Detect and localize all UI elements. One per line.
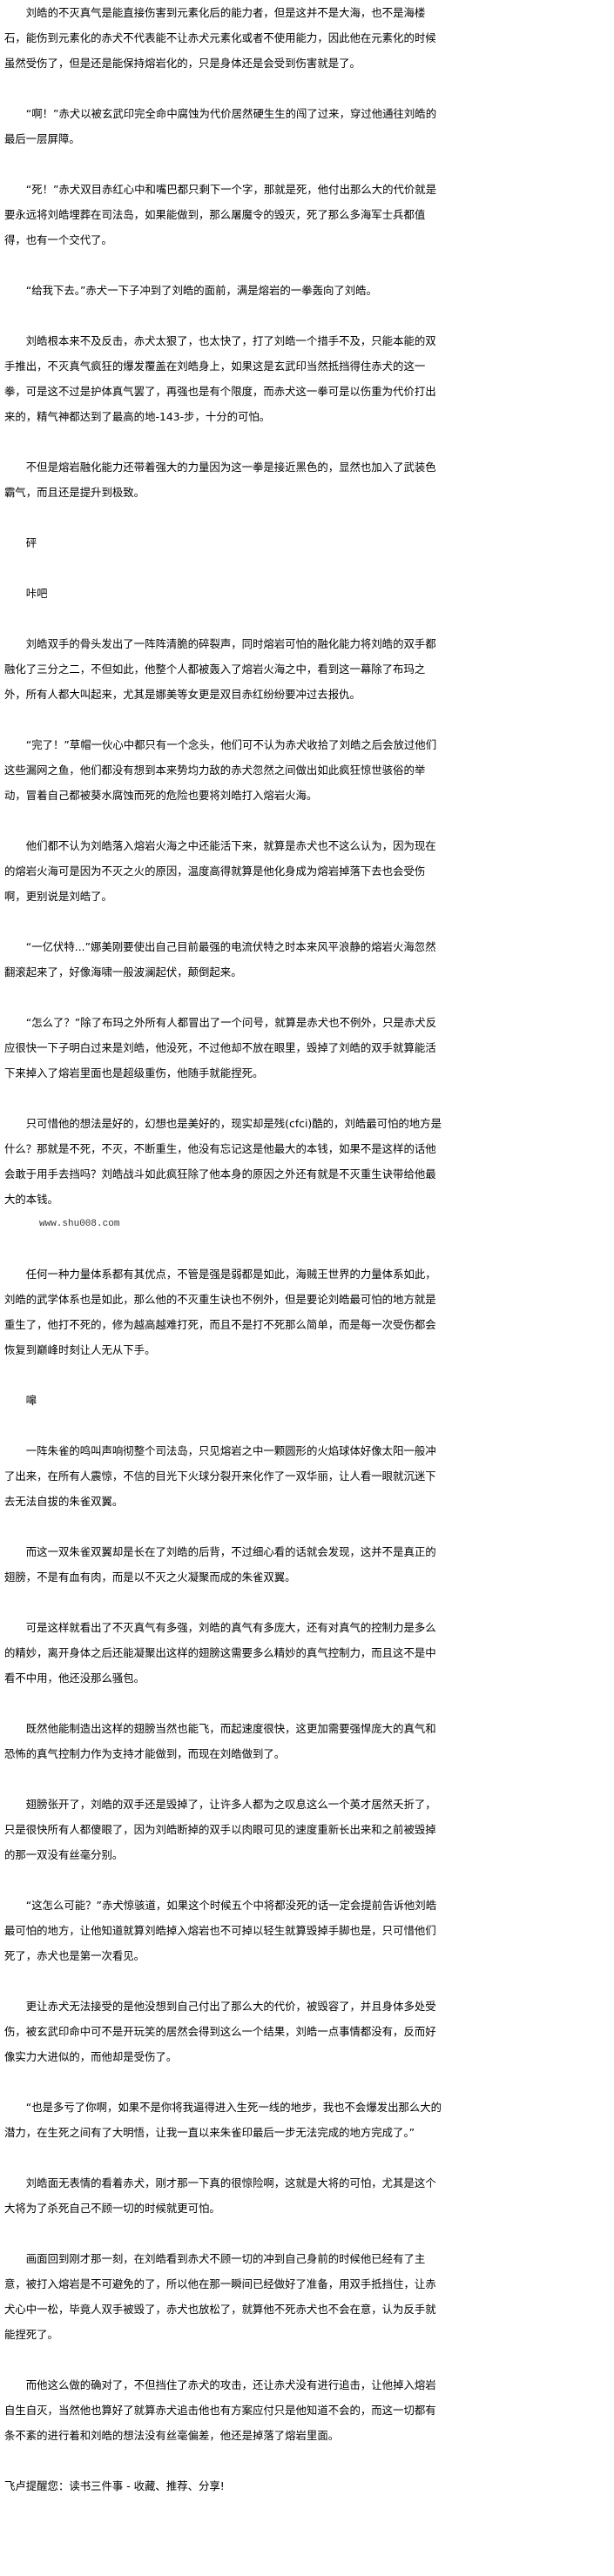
paragraph: “死！”赤犬双目赤红心中和嘴巴都只剩下一个字，那就是死，他付出那么大的代价就是要… (4, 183, 437, 246)
paragraph: 而他这么做的确对了，不但挡住了赤犬的攻击，还让赤犬没有进行追击，让他掉入熔岩自生… (4, 2378, 436, 2442)
paragraph: 既然他能制造出这样的翅膀当然也能飞，而起速度很快，这更加需要强悍庞大的真气和恐怖… (4, 1722, 436, 1760)
site-watermark-url: www.shu008.com (39, 1219, 120, 1229)
paragraph: 任何一种力量体系都有其优点，不管是强是弱都是如此，海贼王世界的力量体系如此，刘皓… (4, 1268, 436, 1356)
paragraph: “一亿伏特...”娜美刚要使出自己目前最强的电流伏特之时本来风平浪静的熔岩火海忽… (4, 940, 436, 979)
paragraph: 不但是熔岩融化能力还带着强大的力量因为这一拳是接近黑色的，显然也加入了武装色霸气… (4, 461, 436, 499)
paragraph: 砰 (25, 536, 37, 549)
paragraph: 一阵朱雀的鸣叫声响彻整个司法岛，只见熔岩之中一颗圆形的火焰球体好像太阳一般冲了出… (4, 1444, 436, 1508)
paragraph: 嗥 (25, 1394, 37, 1407)
paragraph: “也是多亏了你啊，如果不是你将我逼得进入生死一线的地步，我也不会爆发出那么大的潜… (4, 2101, 442, 2139)
paragraph: 刘皓面无表情的看着赤犬，刚才那一下真的很惊险啊，这就是大将的可怕，尤其是这个大将… (4, 2176, 436, 2215)
paragraph: 他们都不认为刘皓落入熔岩火海之中还能活下来，就算是赤犬也不这么认为，因为现在的熔… (4, 839, 436, 903)
chapter-content: 刘皓的不灭真气是能直接伤害到元素化后的能力者，但是这并不是大海，也不是海楼石，能… (4, 6, 442, 2492)
paragraph: 画面回到刚才那一刻，在刘皓看到赤犬不顾一切的冲到自己身前的时候他已经有了主意，被… (4, 2252, 436, 2341)
paragraph: 只可惜他的想法是好的，幻想也是美好的，现实却是残(cfci)酷的，刘皓最可怕的地… (4, 1117, 442, 1206)
paragraph: “给我下去。”赤犬一下子冲到了刘皓的面前，满是熔岩的一拳轰向了刘皓。 (25, 284, 377, 297)
paragraph: 可是这样就看出了不灭真气有多强，刘皓的真气有多庞大，还有对真气的控制力是多么的精… (4, 1621, 436, 1685)
paragraph: 刘皓双手的骨头发出了一阵阵清脆的碎裂声，同时熔岩可怕的融化能力将刘皓的双手都融化… (4, 637, 436, 701)
paragraph: 咔吧 (25, 587, 48, 600)
paragraph: 更让赤犬无法接受的是他没想到自己付出了那么大的代价，被毁容了，并且身体多处受伤，… (4, 2000, 436, 2063)
paragraph: “这怎么可能？”赤犬惊骇道，如果这个时候五个中将都没死的话一定会提前告诉他刘皓最… (4, 1899, 437, 1962)
paragraph: 而这一双朱雀双翼却是长在了刘皓的后背，不过细心看的话就会发现，这并不是真正的翅膀… (4, 1545, 436, 1584)
paragraph: 刘皓根本来不及反击，赤犬太狠了，也太快了，打了刘皓一个措手不及，只能本能的双手推… (4, 334, 436, 423)
paragraph: 刘皓的不灭真气是能直接伤害到元素化后的能力者，但是这并不是大海，也不是海楼石，能… (4, 6, 436, 70)
paragraph: “啊！”赤犬以被玄武印完全命中腐蚀为代价居然硬生生的闯了过来，穿过他通往刘皓的最… (4, 107, 437, 145)
paragraph: 翅膀张开了，刘皓的双手还是毁掉了，让许多人都为之叹息这么一个英才居然夭折了，只是… (4, 1798, 436, 1861)
footer-reminder: 飞卢提醒您：读书三件事 - 收藏、推荐、分享! (4, 2479, 225, 2492)
paragraph: “完了！”草帽一伙心中都只有一个念头，他们可不认为赤犬收拾了刘皓之后会放过他们这… (4, 738, 437, 802)
paragraph: “怎么了？”除了布玛之外所有人都冒出了一个问号，就算是赤犬也不例外，只是赤犬反应… (4, 1016, 437, 1079)
